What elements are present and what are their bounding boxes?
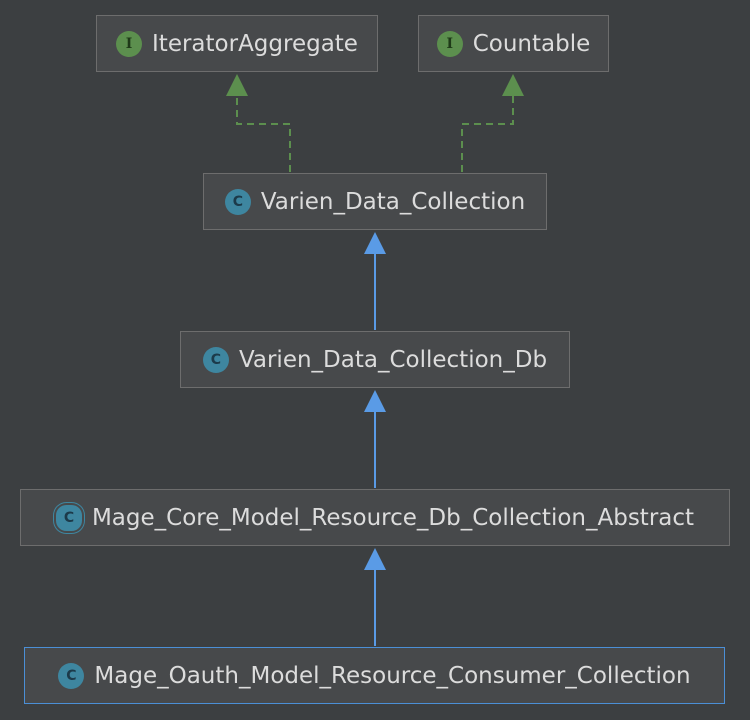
arrowhead-extends-varien-data-collection-db [364, 390, 386, 412]
abstract-class-icon: C [55, 504, 82, 531]
class-icon: C [224, 188, 251, 215]
node-varien-data-collection-db[interactable]: C Varien_Data_Collection_Db [180, 331, 570, 388]
edge-implements-countable [461, 96, 514, 172]
arrowhead-extends-mage-core-collection-abstract [364, 548, 386, 570]
node-label: Varien_Data_Collection_Db [238, 346, 548, 373]
node-label: Mage_Oauth_Model_Resource_Consumer_Colle… [94, 662, 691, 689]
node-label: Mage_Core_Model_Resource_Db_Collection_A… [91, 504, 695, 531]
arrowhead-implements-countable [502, 74, 524, 96]
node-label: Countable [472, 30, 591, 57]
interface-icon: I [436, 30, 463, 57]
node-label: Varien_Data_Collection [260, 188, 526, 215]
node-countable[interactable]: I Countable [418, 15, 609, 72]
node-mage-core-model-resource-db-collection-abstract[interactable]: C Mage_Core_Model_Resource_Db_Collection… [20, 489, 730, 546]
node-varien-data-collection[interactable]: C Varien_Data_Collection [203, 173, 547, 230]
node-label: IteratorAggregate [152, 30, 358, 57]
class-icon: C [202, 346, 229, 373]
node-iterator-aggregate[interactable]: I IteratorAggregate [96, 15, 378, 72]
node-mage-oauth-model-resource-consumer-collection[interactable]: C Mage_Oauth_Model_Resource_Consumer_Col… [24, 647, 725, 704]
arrowhead-implements-iterator-aggregate [226, 74, 248, 96]
interface-icon: I [116, 30, 143, 57]
class-icon: C [58, 662, 85, 689]
edge-implements-iterator-aggregate [236, 96, 291, 172]
arrowhead-extends-varien-data-collection [364, 232, 386, 254]
